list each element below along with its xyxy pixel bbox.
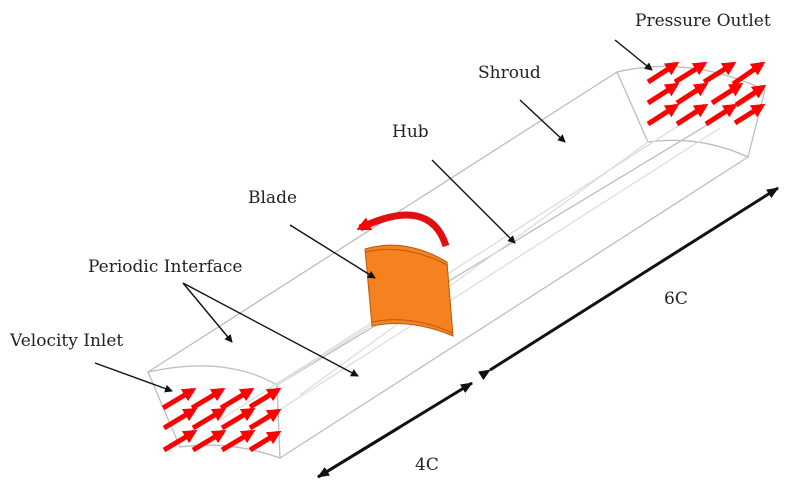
pressure-outlet-label: Pressure Outlet <box>635 11 771 31</box>
blade-label: Blade <box>248 188 297 208</box>
periodic-interface-label: Periodic Interface <box>88 257 242 277</box>
blade <box>364 244 454 337</box>
dimension-4c-label: 4C <box>415 455 439 475</box>
dimension-4c: 4C <box>317 381 473 479</box>
inlet-flow-arrows <box>161 387 282 453</box>
rotation-arrow-icon <box>356 211 450 248</box>
shroud-label: Shroud <box>478 63 541 83</box>
velocity-inlet-label: Velocity Inlet <box>9 331 123 351</box>
dimension-6c-label: 6C <box>664 289 688 309</box>
hub-label: Hub <box>392 122 429 142</box>
outlet-flow-arrows <box>646 61 767 127</box>
label-pointers <box>94 39 653 393</box>
dimension-6c: 6C <box>478 186 779 381</box>
